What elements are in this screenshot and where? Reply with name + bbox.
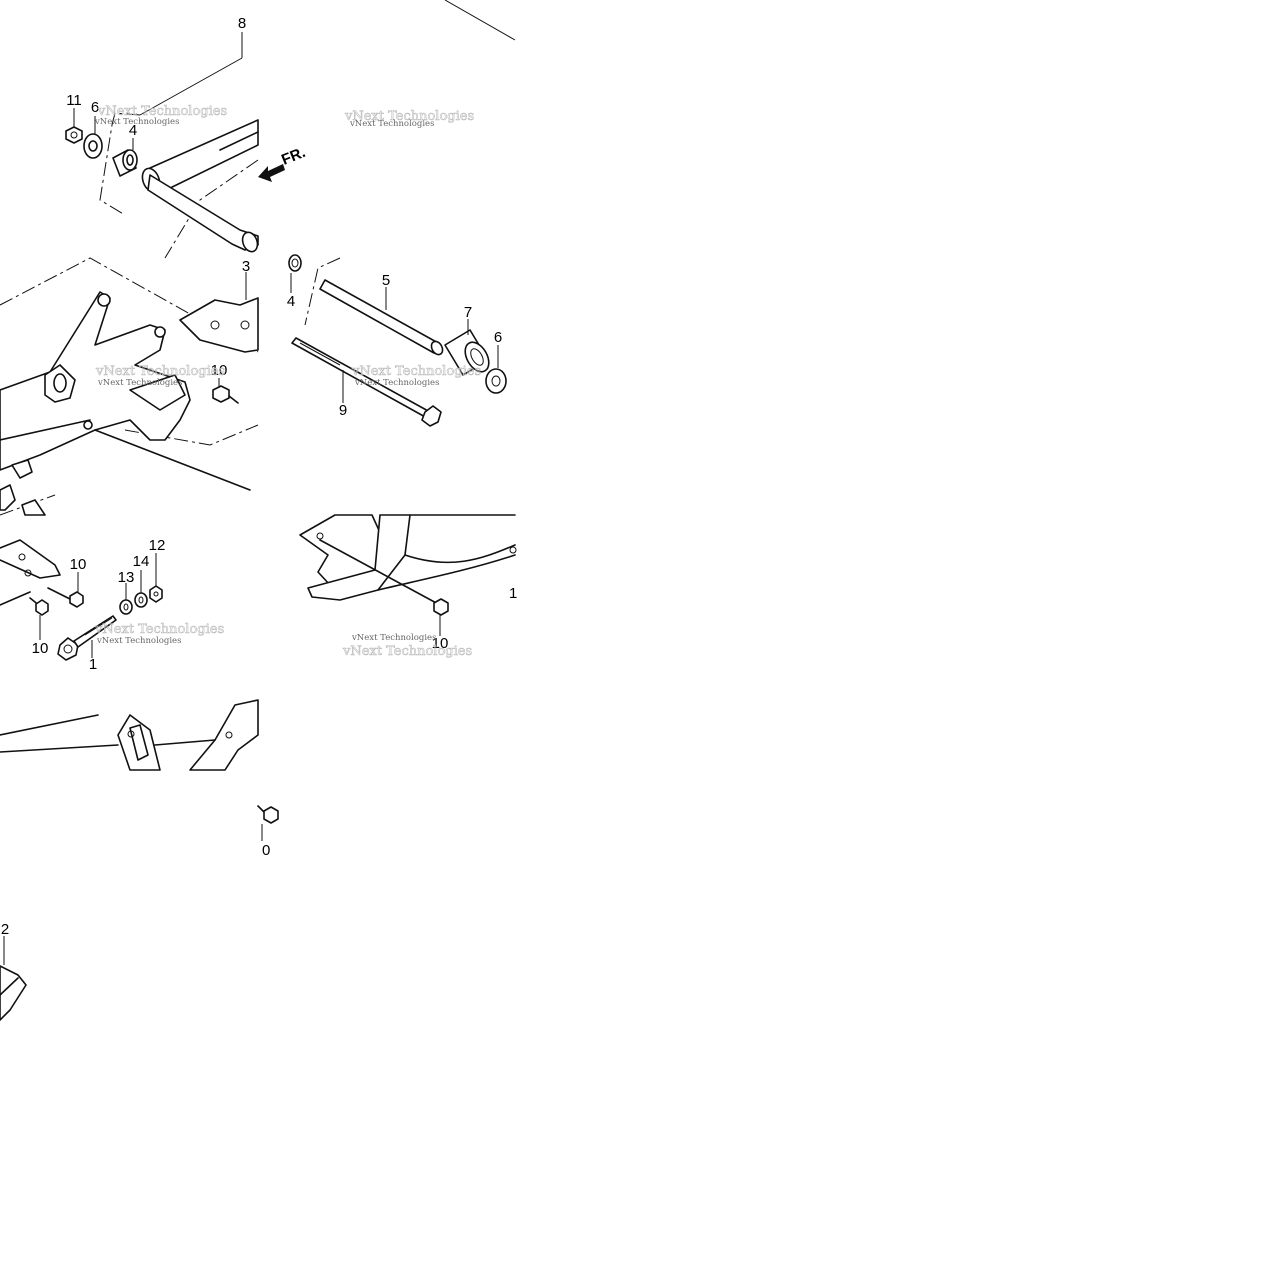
nut-part-12 <box>149 585 163 603</box>
tile-upper-left: 8 11 6 4 vNext Technologies vNext Techno… <box>65 15 259 259</box>
callout-12: 12 <box>149 537 166 554</box>
watermark-ghost: vNext Technologies <box>342 644 472 659</box>
mud-guard <box>299 514 517 601</box>
callout-0: 0 <box>262 842 270 859</box>
watermark-ghost: vNext Technologies <box>94 622 224 637</box>
callout-7: 7 <box>464 304 472 321</box>
tile-bolt: 0 <box>257 805 279 859</box>
callout-10d: 10 <box>32 640 49 657</box>
callout-13: 13 <box>118 569 135 586</box>
callout-3: 3 <box>242 258 250 275</box>
callout-1: 1 <box>89 656 97 673</box>
callout-6: 6 <box>91 99 99 116</box>
bolt-part-10d <box>29 597 49 616</box>
bolt-part-10b <box>319 539 449 616</box>
callout-4b: 4 <box>287 293 295 310</box>
bearing-part-7 <box>444 329 490 376</box>
callout-2: 2 <box>1 921 9 938</box>
watermark: vNext Technologies <box>354 378 439 388</box>
washer-part-14 <box>134 592 148 608</box>
callout-10b: 10 <box>432 635 449 652</box>
callout-9: 9 <box>339 402 347 419</box>
watermark: vNext Technologies <box>96 636 181 646</box>
tile-part-2: 2 <box>0 921 27 1021</box>
washer-part-13 <box>119 599 133 615</box>
callout-5: 5 <box>382 272 390 289</box>
tile-guard: 10 1 vNext Technologies vNext Technologi… <box>299 514 517 659</box>
tile-fasteners: 10 10 13 14 12 1 vNext Technologies vNex… <box>0 537 224 673</box>
tile-pivot-set: 4 5 7 6 9 vNext Technologies vNext Techn… <box>287 254 507 427</box>
tile-upper-right: FR. vNext Technologies vNext Technologie… <box>258 0 516 182</box>
collar-part-4b <box>288 254 302 272</box>
pivot-tube <box>141 119 259 253</box>
bolt-part-10 <box>212 385 239 404</box>
callout-edge: 1 <box>509 585 517 602</box>
nut-part-11 <box>65 126 83 144</box>
watermark: vNext Technologies <box>349 119 434 129</box>
swingarm-frame <box>0 291 251 516</box>
collar-part-5 <box>319 279 444 356</box>
bracket-part-3 <box>179 297 259 353</box>
callout-6b: 6 <box>494 329 502 346</box>
pivot-bolt-part-9 <box>291 337 442 427</box>
tile-swingarm: 3 10 vNext Technologies vNext Technologi… <box>0 257 259 516</box>
callout-14: 14 <box>133 553 150 570</box>
tile-lower-frame <box>0 699 259 771</box>
callout-4: 4 <box>129 122 137 139</box>
watermark: vNext Technologies <box>94 117 179 127</box>
watermark: vNext Technologies <box>351 633 436 643</box>
front-direction-arrow: FR. <box>258 144 308 182</box>
washer-part-6b <box>485 368 507 394</box>
watermark-ghost: vNext Technologies <box>95 364 225 379</box>
adjuster-bolt-part-1 <box>57 615 117 661</box>
washer-part-6 <box>83 133 103 159</box>
watermark-ghost: vNext Technologies <box>344 109 474 124</box>
watermark-ghost: vNext Technologies <box>351 364 481 379</box>
callout-10c: 10 <box>70 556 87 573</box>
watermark: vNext Technologies <box>97 378 182 388</box>
callout-8: 8 <box>238 15 246 32</box>
bolt-part-10c <box>47 587 84 608</box>
callout-10: 10 <box>211 362 228 379</box>
callout-11: 11 <box>66 92 82 109</box>
watermark-ghost: vNext Technologies <box>97 104 227 119</box>
front-direction-label: FR. <box>279 144 308 169</box>
collar-part-4 <box>112 149 138 177</box>
